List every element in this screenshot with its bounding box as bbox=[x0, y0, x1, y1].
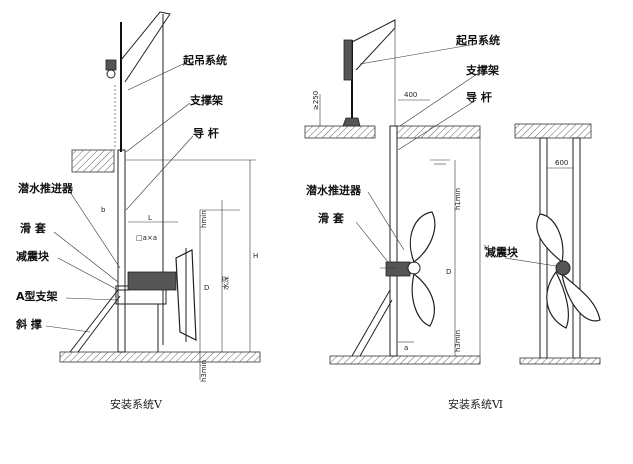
right-crane-base bbox=[342, 117, 361, 127]
left-label-damping: 减震块 bbox=[16, 249, 50, 263]
left-diagonal-brace bbox=[77, 295, 121, 353]
right-brace-inner bbox=[359, 299, 393, 357]
right-blade-bottom bbox=[411, 272, 435, 327]
right-platform-right bbox=[394, 125, 481, 139]
left-leader-damping bbox=[57, 257, 119, 291]
left-label-sleeve: 滑 套 bbox=[20, 221, 47, 235]
right-leader-support bbox=[399, 71, 481, 127]
left-dim-L-text: L bbox=[148, 214, 152, 222]
left-dim-square-text: □a×a bbox=[136, 234, 157, 242]
right-side-blade-left bbox=[536, 213, 564, 264]
left-dim-D-text: D bbox=[204, 284, 209, 292]
right-dim-a-text: a bbox=[404, 344, 408, 352]
right-label-damping: 减震块 bbox=[485, 245, 519, 259]
left-crane-arm bbox=[120, 11, 171, 83]
right-side-rod-right bbox=[572, 137, 581, 359]
right-label-support: 支撑架 bbox=[465, 63, 499, 77]
left-winch bbox=[105, 59, 117, 71]
right-dim-h1min-text: h1min bbox=[454, 188, 462, 210]
left-label-brace: 斜 撑 bbox=[15, 317, 42, 331]
left-label-propeller: 潜水推进器 bbox=[18, 181, 74, 195]
right-brace bbox=[351, 289, 391, 357]
left-installation-drawing: 起吊系统 支撑架 导 杆 潜水推进器 滑 套 减震块 A型支架 斜 撑 b L … bbox=[15, 11, 261, 411]
left-label-bracket: A型支架 bbox=[16, 289, 58, 303]
left-dim-water-text: 水深 bbox=[221, 276, 230, 290]
left-leader-propeller bbox=[69, 191, 121, 269]
right-crane-arm bbox=[351, 19, 396, 71]
right-label-hoist: 起吊系统 bbox=[455, 33, 500, 47]
right-leader-propeller bbox=[367, 191, 405, 251]
right-side-leader-damping bbox=[504, 257, 557, 267]
right-platform-left bbox=[304, 125, 376, 139]
right-side-platform bbox=[514, 123, 592, 139]
right-label-propeller: 潜水推进器 bbox=[306, 183, 362, 197]
left-leader-hoist bbox=[127, 63, 184, 91]
right-dim-D-text: D bbox=[446, 268, 451, 276]
right-dim-h3min-text: h3min bbox=[454, 330, 462, 352]
left-leader-bracket bbox=[65, 297, 117, 301]
right-leader-hoist bbox=[359, 43, 477, 65]
right-leader-sleeve bbox=[355, 221, 389, 263]
right-hub bbox=[407, 261, 421, 275]
left-dim-b-text: b bbox=[101, 206, 106, 214]
right-winch bbox=[343, 39, 353, 81]
left-caption: 安装系统Ⅴ bbox=[110, 397, 163, 411]
right-guide-rod bbox=[389, 125, 398, 357]
right-label-sleeve: 滑 套 bbox=[318, 211, 345, 225]
left-ground bbox=[59, 351, 261, 363]
right-dim-400-text: 400 bbox=[404, 91, 417, 99]
left-dim-H-text: H bbox=[253, 252, 258, 260]
right-label-guide: 导 杆 bbox=[466, 90, 492, 104]
left-label-guide: 导 杆 bbox=[193, 126, 219, 140]
left-label-support: 支撑架 bbox=[189, 93, 223, 107]
right-sleeve bbox=[385, 261, 411, 277]
right-side-ground bbox=[519, 357, 601, 365]
right-installation-drawing: 起吊系统 支撑架 导 杆 潜水推进器 滑 套 减震块 ≥250 400 h1mi… bbox=[304, 19, 601, 411]
left-dim-hmin-text: hmin bbox=[200, 210, 208, 228]
right-dim-600-text: 600 bbox=[555, 159, 568, 167]
left-motor bbox=[127, 271, 177, 291]
right-dim-250-text: ≥250 bbox=[312, 91, 320, 110]
left-dim-bottom-text: h3min bbox=[200, 360, 208, 382]
right-side-rod-left bbox=[539, 137, 548, 359]
left-guide-rod bbox=[117, 149, 126, 353]
right-leader-guide bbox=[397, 99, 477, 151]
right-side-blade-bottom bbox=[546, 270, 569, 329]
right-ground bbox=[329, 355, 481, 365]
left-leader-sleeve bbox=[53, 231, 119, 283]
left-label-hoist: 起吊系统 bbox=[182, 53, 227, 67]
right-caption: 安装系统Ⅵ bbox=[448, 397, 503, 411]
right-side-hub bbox=[555, 260, 571, 276]
right-side-blade-right bbox=[561, 272, 601, 322]
left-leader-support bbox=[125, 102, 191, 153]
left-platform bbox=[71, 149, 115, 173]
right-dim-H-text: H bbox=[484, 244, 489, 252]
left-winch-drum bbox=[106, 69, 116, 79]
left-leader-brace bbox=[45, 325, 91, 333]
left-leader-guide bbox=[125, 135, 194, 211]
right-blade-top bbox=[409, 211, 436, 263]
